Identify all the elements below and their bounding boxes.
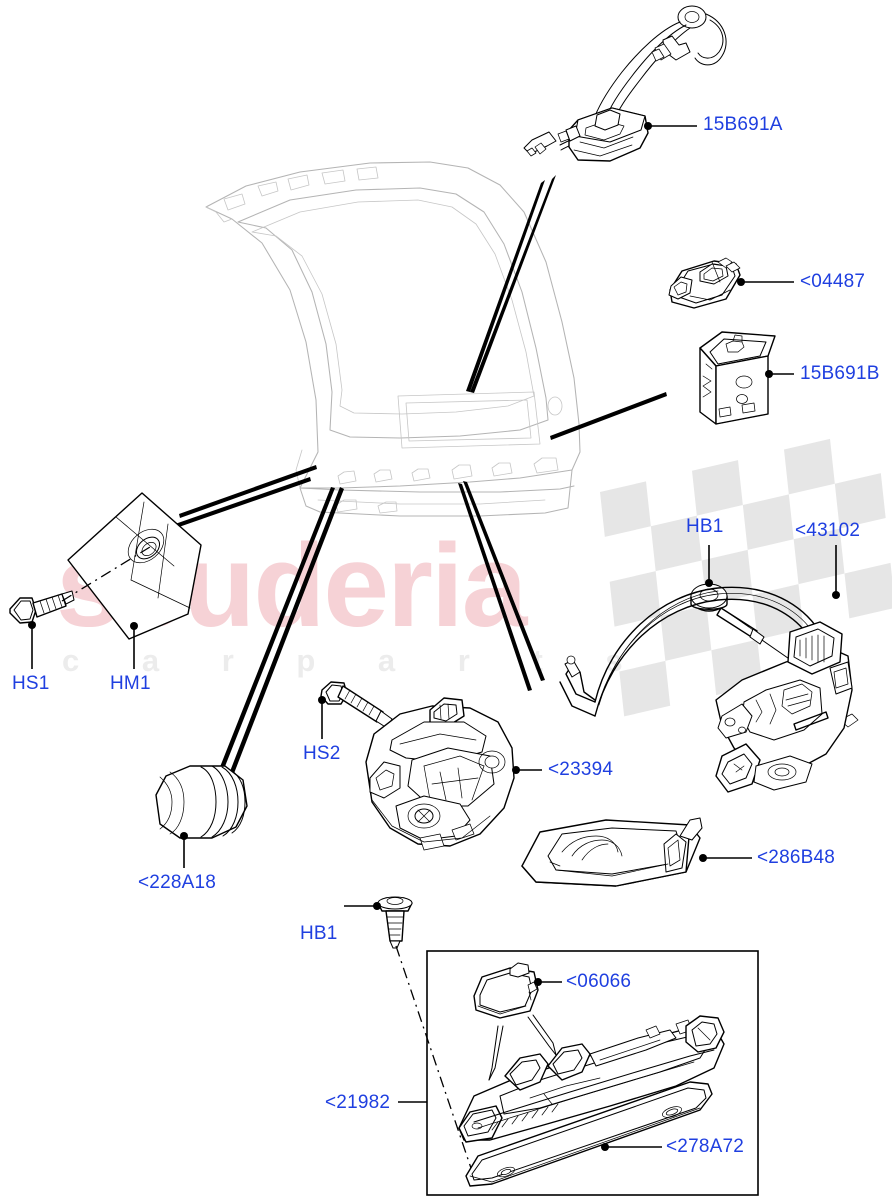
part-label-06066[interactable]: <06066	[566, 971, 632, 992]
part-label-hb1-lower[interactable]: HB1	[300, 923, 338, 944]
part-04487-lamp-holder	[668, 257, 794, 309]
part-label-hs1[interactable]: HS1	[12, 673, 50, 694]
part-15b691b-switch-module	[699, 331, 794, 425]
watermark-checkered-flag	[600, 438, 892, 717]
part-label-04487[interactable]: <04487	[800, 271, 866, 292]
tailgate-panel-outline	[205, 161, 581, 517]
part-label-hb1-upper[interactable]: HB1	[686, 516, 724, 537]
part-hs1-screw	[9, 590, 75, 669]
part-06066-lock-cap	[473, 962, 562, 1081]
part-hm1-striker-bracket	[61, 492, 202, 669]
part-label-43102[interactable]: <43102	[795, 520, 861, 541]
part-latch-assembly-inner	[458, 1015, 725, 1143]
part-21982-group-box[interactable]	[398, 950, 759, 1196]
part-label-286b48[interactable]: <286B48	[757, 847, 836, 868]
part-286b48-handle-escutcheon	[521, 817, 752, 887]
part-278a72-finisher-strip	[465, 1081, 713, 1187]
part-label-hs2[interactable]: HS2	[303, 743, 341, 764]
part-label-hm1[interactable]: HM1	[110, 673, 151, 694]
part-label-278a72[interactable]: <278A72	[666, 1136, 745, 1157]
part-label-21982[interactable]: <21982	[325, 1092, 391, 1113]
part-hb1-upper-bolt	[690, 545, 809, 673]
part-15b691a-switch-harness	[523, 5, 727, 162]
part-label-15b691b[interactable]: 15B691B	[800, 363, 880, 384]
part-label-23394[interactable]: <23394	[548, 759, 614, 780]
leader-lines	[175, 175, 667, 776]
part-23394-latch-actuator	[365, 697, 542, 851]
part-hb1-lower-bolt	[344, 896, 476, 1181]
part-228a18-rubber-buffer	[155, 765, 248, 868]
part-43102-release-cable-latch	[559, 545, 859, 793]
part-label-228a18[interactable]: <228A18	[138, 872, 217, 893]
part-label-15b691a[interactable]: 15B691A	[703, 114, 783, 135]
